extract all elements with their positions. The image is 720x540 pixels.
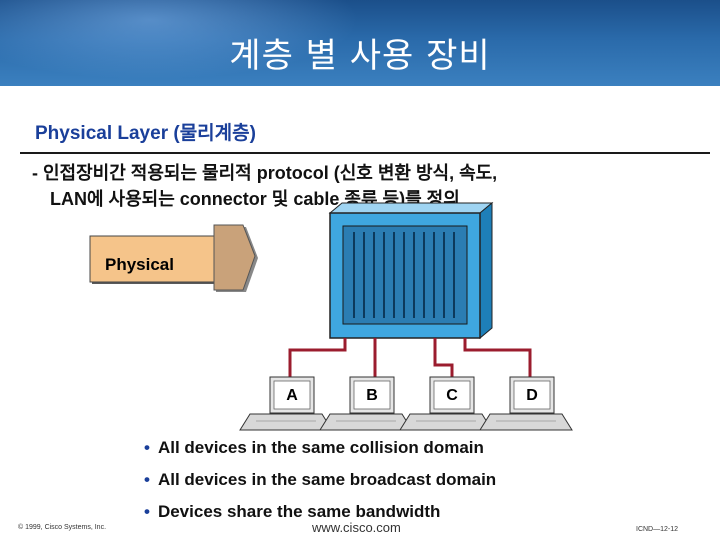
device-label-a: A — [277, 387, 307, 405]
cable-d — [465, 338, 530, 378]
device-label-c: C — [437, 387, 467, 405]
bullet-dot-icon: • — [144, 502, 150, 521]
footer-copyright: © 1999, Cisco Systems, Inc. — [18, 524, 106, 531]
bullet-dot-icon: • — [144, 438, 150, 457]
bullet-item: • Devices share the same bandwidth — [144, 502, 440, 522]
device-label-b: B — [357, 387, 387, 405]
bullet-dot-icon: • — [144, 470, 150, 489]
bullet-item: • All devices in the same broadcast domai… — [144, 470, 496, 490]
bullet-item: • All devices in the same collision domai… — [144, 438, 484, 458]
footer-url: www.cisco.com — [312, 520, 401, 535]
bullet-text: All devices in the same collision domain — [158, 438, 484, 457]
device-label-d: D — [517, 387, 547, 405]
physical-layer-label: Physical — [105, 255, 174, 275]
bullet-text: All devices in the same broadcast domain — [158, 470, 496, 489]
footer-page-number: ICND—12-12 — [636, 526, 678, 533]
cable-a — [290, 338, 345, 378]
cable-c — [435, 338, 452, 378]
hub-device — [330, 203, 492, 338]
bullet-text: Devices share the same bandwidth — [158, 502, 441, 521]
cables — [290, 338, 530, 378]
